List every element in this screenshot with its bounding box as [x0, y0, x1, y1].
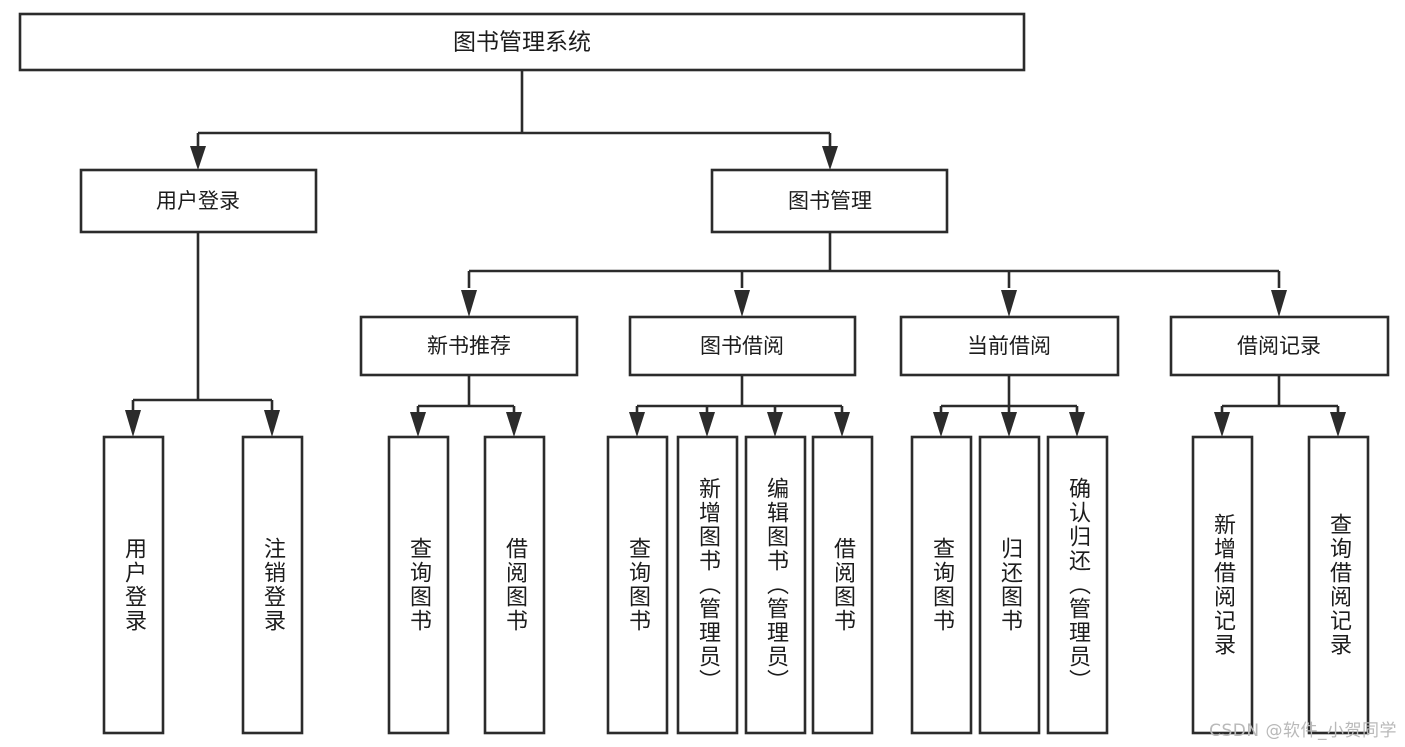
node-borrow-record-box[interactable] [1169, 315, 1390, 377]
arrow-borrow-leaf-1 [629, 412, 645, 437]
node-new-book-recommend-label: 新书推荐 [427, 334, 511, 358]
arrow-to-new-book-recommend [461, 290, 477, 317]
arrow-record-leaf-1 [1214, 412, 1230, 437]
node-leaf-current-return-book-box[interactable] [978, 435, 1041, 735]
arrow-borrow-leaf-2 [699, 412, 715, 437]
node-leaf-borrow-query-book-box[interactable] [606, 435, 669, 735]
arrow-recommend-leaf-1 [410, 412, 426, 437]
arrow-recommend-leaf-2 [506, 412, 522, 437]
node-book-borrow-label: 图书借阅 [700, 334, 784, 358]
arrow-userlogin-leaf-2 [264, 410, 280, 437]
arrow-root-to-user-login [190, 146, 206, 170]
arrow-borrow-leaf-3 [767, 412, 783, 437]
node-user-login-box[interactable] [79, 168, 318, 234]
arrow-to-borrow-record [1271, 290, 1287, 317]
node-book-management-box[interactable] [710, 168, 949, 234]
arrow-current-leaf-3 [1069, 412, 1085, 437]
node-leaf-borrow-borrow-book-box[interactable] [811, 435, 874, 735]
arrow-borrow-leaf-4 [834, 412, 850, 437]
node-leaf-current-confirm-return-box[interactable] [1046, 435, 1109, 735]
arrow-current-leaf-1 [933, 412, 949, 437]
node-leaf-user-login-box[interactable] [102, 435, 165, 735]
arrow-to-book-borrow [734, 290, 750, 317]
arrow-root-to-book-mgmt [822, 146, 838, 170]
node-leaf-record-query-box[interactable] [1307, 435, 1370, 735]
node-leaf-recommend-query-book-box[interactable] [387, 435, 450, 735]
node-leaf-recommend-borrow-book-box[interactable] [483, 435, 546, 735]
node-layer: 图书管理系统 用户登录 图书管理 新书推荐 图书借阅 当前借阅 借阅记录 [18, 12, 1390, 735]
node-current-borrow-label: 当前借阅 [967, 334, 1051, 358]
node-leaf-user-logout-box[interactable] [241, 435, 304, 735]
arrow-userlogin-leaf-1 [125, 410, 141, 437]
node-root-label: 图书管理系统 [453, 30, 591, 56]
arrow-current-leaf-2 [1001, 412, 1017, 437]
node-book-management-label: 图书管理 [788, 189, 872, 213]
node-leaf-record-add-box[interactable] [1191, 435, 1254, 735]
node-current-borrow-box[interactable] [899, 315, 1120, 377]
node-leaf-borrow-add-book-box[interactable] [676, 435, 739, 735]
node-root-box[interactable] [18, 12, 1026, 72]
node-leaf-current-query-book-box[interactable] [910, 435, 973, 735]
node-book-borrow-box[interactable] [628, 315, 857, 377]
arrow-record-leaf-2 [1330, 412, 1346, 437]
node-leaf-borrow-edit-book-box[interactable] [744, 435, 807, 735]
node-new-book-recommend-box[interactable] [359, 315, 579, 377]
node-borrow-record-label: 借阅记录 [1237, 334, 1321, 358]
arrow-to-current-borrow [1001, 290, 1017, 317]
connector-layer [125, 70, 1346, 437]
node-user-login-label: 用户登录 [156, 189, 240, 213]
